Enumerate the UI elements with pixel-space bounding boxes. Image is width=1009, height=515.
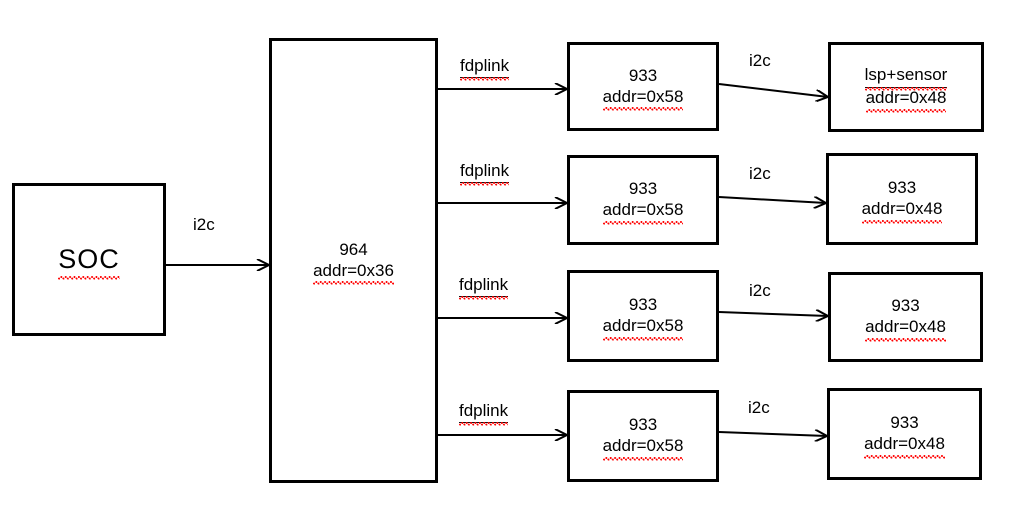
node-endpoint-2[interactable]: 933 addr=0x48 bbox=[826, 153, 978, 245]
edge-label-i2c-2-text: i2c bbox=[749, 164, 771, 183]
node-endpoint-1-name-text: lsp+sensor bbox=[864, 65, 948, 91]
node-soc-label: SOC bbox=[58, 243, 120, 280]
edge-label-fdplink-2: fdplink bbox=[460, 161, 510, 186]
node-serializer-3-addr-text: addr=0x58 bbox=[602, 316, 684, 341]
edge-label-i2c-3-text: i2c bbox=[749, 281, 771, 300]
node-serializer-1[interactable]: 933 addr=0x58 bbox=[567, 42, 719, 131]
node-endpoint-3-addr: addr=0x48 bbox=[865, 317, 946, 342]
node-hub-name: 964 bbox=[339, 239, 368, 259]
edge-label-fdplink-1: fdplink bbox=[460, 56, 510, 81]
edge-label-i2c-2: i2c bbox=[749, 164, 771, 184]
node-serializer-4-addr: addr=0x58 bbox=[602, 436, 684, 461]
node-endpoint-4-name: 933 bbox=[890, 413, 919, 433]
node-serializer-3-name: 933 bbox=[628, 295, 658, 315]
edge-label-soc-to-hub: i2c bbox=[193, 215, 215, 235]
node-serializer-3-addr: addr=0x58 bbox=[602, 316, 684, 341]
node-hub-964[interactable]: 964 addr=0x36 bbox=[269, 38, 438, 483]
node-endpoint-3-addr-text: addr=0x48 bbox=[865, 317, 946, 342]
node-serializer-4[interactable]: 933 addr=0x58 bbox=[567, 390, 719, 482]
node-serializer-2-addr: addr=0x58 bbox=[602, 200, 684, 225]
edge-label-fdplink-4: fdplink bbox=[459, 401, 509, 426]
node-endpoint-4-addr-text: addr=0x48 bbox=[864, 434, 945, 459]
edge-label-i2c-4: i2c bbox=[748, 398, 770, 418]
node-endpoint-1-name: lsp+sensor bbox=[864, 65, 948, 91]
node-hub-addr: addr=0x36 bbox=[313, 260, 394, 285]
node-endpoint-1-addr-text: addr=0x48 bbox=[865, 88, 947, 113]
node-endpoint-3-name: 933 bbox=[891, 296, 920, 316]
edge-label-fdplink-2-text: fdplink bbox=[460, 161, 510, 186]
edge-label-i2c-1-text: i2c bbox=[749, 51, 771, 70]
edge-label-fdplink-1-text: fdplink bbox=[460, 56, 510, 81]
node-serializer-1-addr-text: addr=0x58 bbox=[602, 86, 684, 111]
edge-label-i2c-1: i2c bbox=[749, 51, 771, 71]
edge-label-fdplink-3: fdplink bbox=[459, 275, 509, 300]
edge-label-i2c-4-text: i2c bbox=[748, 398, 770, 417]
node-endpoint-1-addr: addr=0x48 bbox=[865, 88, 947, 113]
wire-serializer-to-endpoint-4 bbox=[718, 432, 827, 436]
node-endpoint-2-addr: addr=0x48 bbox=[861, 199, 943, 224]
node-endpoint-2-addr-text: addr=0x48 bbox=[861, 199, 943, 224]
node-serializer-3[interactable]: 933 addr=0x58 bbox=[567, 270, 719, 362]
edge-label-soc-to-hub-text: i2c bbox=[193, 215, 215, 234]
node-endpoint-1[interactable]: lsp+sensor addr=0x48 bbox=[828, 42, 984, 132]
node-serializer-2-name: 933 bbox=[628, 179, 658, 199]
node-serializer-1-name: 933 bbox=[628, 65, 658, 85]
node-endpoint-3[interactable]: 933 addr=0x48 bbox=[828, 272, 983, 362]
node-serializer-4-name: 933 bbox=[628, 415, 658, 435]
node-serializer-1-addr: addr=0x58 bbox=[602, 86, 684, 111]
node-serializer-2[interactable]: 933 addr=0x58 bbox=[567, 155, 719, 245]
edge-label-i2c-3: i2c bbox=[749, 281, 771, 301]
edge-label-fdplink-4-text: fdplink bbox=[459, 401, 509, 426]
node-hub-addr-text: addr=0x36 bbox=[313, 260, 394, 285]
wire-serializer-to-endpoint-2 bbox=[718, 196, 826, 203]
wire-serializer-to-endpoint-3 bbox=[718, 312, 828, 316]
node-endpoint-4[interactable]: 933 addr=0x48 bbox=[827, 388, 982, 480]
node-soc[interactable]: SOC bbox=[12, 183, 166, 336]
node-soc-text: SOC bbox=[58, 244, 120, 280]
edge-label-fdplink-3-text: fdplink bbox=[459, 275, 509, 300]
node-endpoint-4-addr: addr=0x48 bbox=[864, 434, 945, 459]
wire-serializer-to-endpoint-1 bbox=[718, 83, 828, 97]
node-serializer-2-addr-text: addr=0x58 bbox=[602, 200, 684, 225]
node-endpoint-2-name: 933 bbox=[887, 178, 917, 198]
node-serializer-4-addr-text: addr=0x58 bbox=[602, 436, 684, 461]
